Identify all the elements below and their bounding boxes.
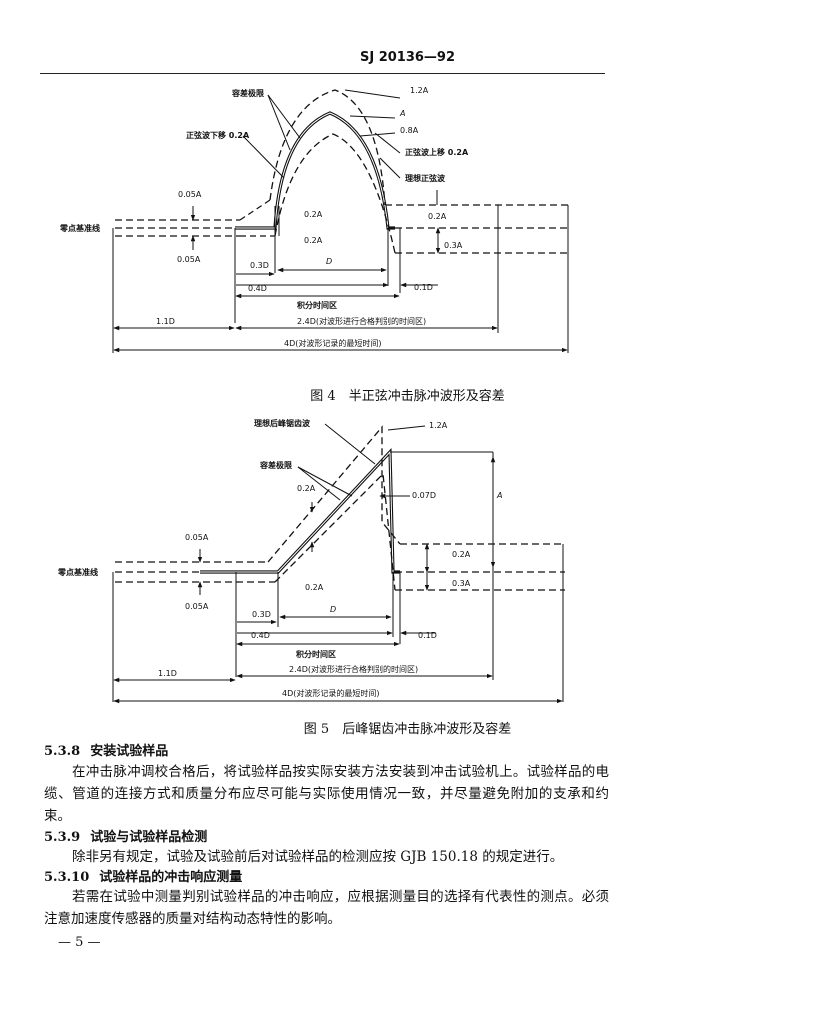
- fig4-integral-interval-label: 积分时间区: [297, 300, 337, 310]
- fig5-zero-baseline-label: 零点基准线: [57, 567, 98, 577]
- section-number: 5.3.8: [44, 744, 81, 759]
- fig5-2-4d-label: 2.4D(对波形进行合格判别的时间区): [289, 664, 418, 674]
- fig5-0-05a-top-label: 0.05A: [185, 533, 209, 542]
- section-title: 试验与试验样品检测: [90, 830, 208, 845]
- fig4-4d-label: 4D(对波形记录的最短时间): [284, 338, 382, 348]
- fig4-0-3d-label: 0.3D: [250, 261, 269, 270]
- standard-number: SJ 20136—92: [359, 50, 456, 65]
- fig5-0-05a-bot-label: 0.05A: [185, 602, 209, 611]
- fig5-0-2a-right-label: 0.2A: [452, 550, 471, 559]
- fig4-ideal-sine-label: 理想正弦波: [405, 173, 446, 183]
- section-5-3-9-text: 除非另有规定，试验及试验前后对试验样品的检测应按 GJB 150.18 的规定进…: [72, 849, 564, 865]
- section-5-3-8-heading: 5.3.8 安装试验样品: [44, 740, 168, 759]
- section-5-3-9-heading: 5.3.9 试验与试验样品检测: [44, 826, 207, 845]
- page-number: — 5 —: [58, 935, 101, 950]
- fig4-sine-shift-down-label: 正弦波下移 0.2A: [186, 130, 250, 140]
- header-rule: [40, 73, 605, 74]
- section-number: 5.3.9: [44, 830, 81, 845]
- fig4-tolerance-limit-label: 容差极限: [231, 88, 264, 98]
- lower-tolerance-curve: [274, 133, 396, 254]
- fig5-4d-label: 4D(对波形记录的最短时间): [282, 688, 380, 698]
- fig4-0-2a-right-label: 0.2A: [428, 212, 447, 221]
- fig4-0-8a-label: 0.8A: [400, 126, 419, 135]
- fig5-integral-interval-label: 积分时间区: [296, 649, 336, 659]
- section-title: 试验样品的冲击响应测量: [99, 870, 243, 885]
- ideal-sawtooth-curve: [200, 448, 400, 574]
- fig4-a-label: A: [399, 109, 405, 118]
- fig4-1-2a-label: 1.2A: [410, 86, 429, 95]
- figure-4-caption: 图 4 半正弦冲击脉冲波形及容差: [310, 389, 505, 404]
- fig4-d-label: D: [326, 257, 332, 266]
- fig4-0-05a-top-label: 0.05A: [178, 190, 202, 199]
- section-5-3-10-heading: 5.3.10 试验样品的冲击响应测量: [44, 866, 242, 885]
- fig5-a-label: A: [496, 491, 502, 500]
- fig5-d-label: D: [330, 605, 336, 614]
- fig4-sine-shift-up-label: 正弦波上移 0.2A: [405, 147, 469, 157]
- fig5-0-3d-label: 0.3D: [252, 610, 271, 619]
- fig5-0-1d-label: 0.1D: [418, 631, 437, 640]
- fig4-1-1d-label: 1.1D: [156, 317, 175, 326]
- fig4-0-2a-dn-label: 0.2A: [304, 236, 323, 245]
- fig5-1-1d-label: 1.1D: [158, 669, 177, 678]
- section-5-3-8-text: 在冲击脉冲调校合格后，将试验样品按实际安装方法安装到冲击试验机上。试验样品的电缆…: [44, 764, 609, 824]
- section-5-3-10-text: 若需在试验中测量判别试验样品的冲击响应，应根据测量目的选择有代表性的测点。必须注…: [44, 889, 609, 927]
- fig4-0-3a-right-label: 0.3A: [444, 241, 463, 250]
- section-number: 5.3.10: [44, 870, 90, 885]
- section-title: 安装试验样品: [90, 744, 169, 759]
- upper-tolerance-curve: [269, 89, 386, 206]
- upper-tolerance-line: [267, 425, 401, 563]
- fig5-tolerance-limit-label: 容差极限: [259, 460, 292, 470]
- fig4-0-1d-label: 0.1D: [414, 283, 433, 292]
- fig4-zero-baseline-label: 零点基准线: [59, 223, 100, 233]
- fig5-0-3a-right-label: 0.3A: [452, 579, 471, 588]
- fig5-ideal-sawtooth-label: 理想后峰锯齿波: [254, 418, 311, 428]
- figure-5-caption: 图 5 后峰锯齿冲击脉冲波形及容差: [303, 722, 512, 737]
- fig4-0-4d-label: 0.4D: [248, 284, 267, 293]
- fig5-0-2a-top-label: 0.2A: [297, 484, 316, 493]
- fig4-0-05a-bot-label: 0.05A: [177, 255, 201, 264]
- fig5-0-2a-mid-label: 0.2A: [305, 583, 324, 592]
- fig4-0-2a-up-label: 0.2A: [304, 210, 323, 219]
- fig4-2-4d-label: 2.4D(对波形进行合格判别的时间区): [297, 316, 426, 326]
- figure-5-sawtooth: 理想后峰锯齿波 1.2A 容差极限 0.2A 0.07D A 0.05A 0.0…: [57, 418, 565, 704]
- fig5-0-4d-label: 0.4D: [251, 631, 270, 640]
- fig5-1-2a-label: 1.2A: [429, 421, 448, 430]
- figure-4-half-sine: 容差极限 正弦波下移 0.2A 1.2A A 0.8A 正弦波上移 0.2A 理…: [59, 86, 570, 353]
- fig5-0-07d-label: 0.07D: [412, 491, 436, 500]
